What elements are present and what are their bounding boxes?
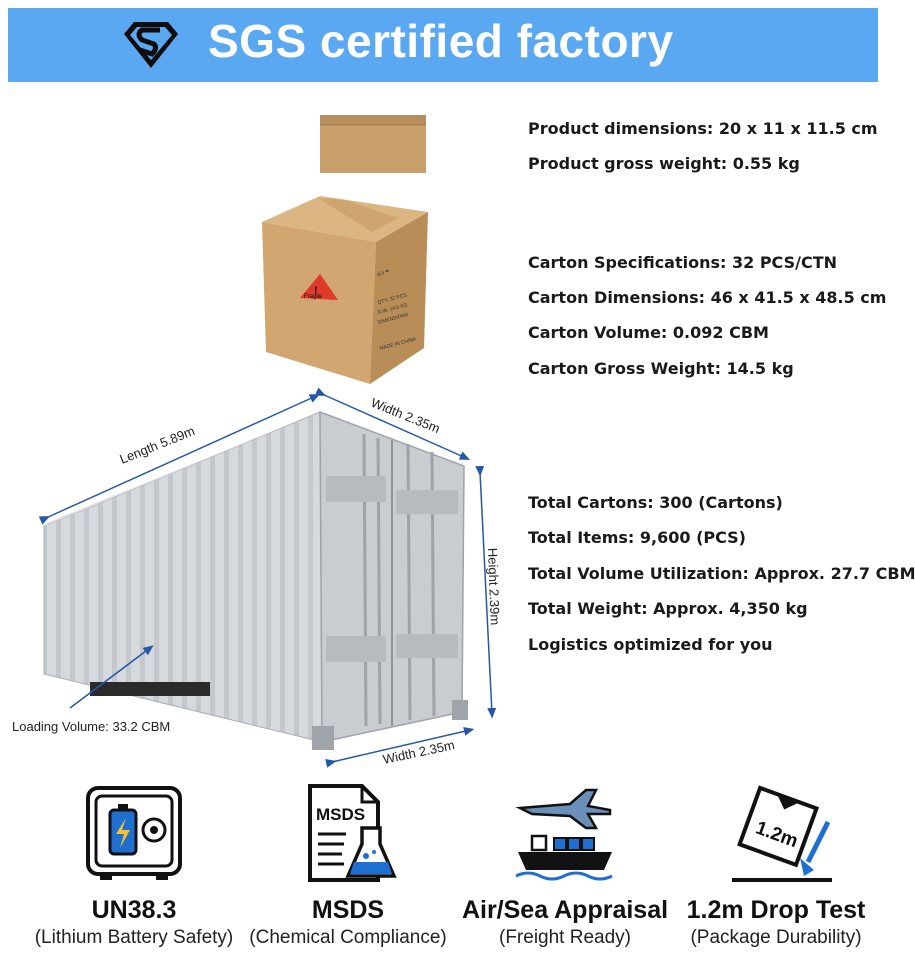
carton-specifications: Carton Specifications: 32 PCS/CTN (528, 253, 837, 272)
loading-volume-label: Loading Volume: 33.2 CBM (12, 719, 170, 734)
cert-subtitle-drop-test: (Package Durability) (690, 927, 862, 948)
battery-safe-icon (86, 786, 182, 880)
carton-dimensions: Carton Dimensions: 46 x 41.5 x 48.5 cm (528, 288, 887, 307)
svg-text:Fragile: Fragile (304, 294, 323, 300)
cert-subtitle-air-sea: (Freight Ready) (499, 927, 631, 948)
cert-subtitle-un383: (Lithium Battery Safety) (34, 927, 234, 948)
product-gross-weight: Product gross weight: 0.55 kg (528, 154, 800, 173)
cert-title-un383: UN38.3 (91, 896, 177, 924)
total-weight: Total Weight: Approx. 4,350 kg (528, 599, 808, 618)
carton-gross-weight: Carton Gross Weight: 14.5 kg (528, 359, 794, 378)
product-dimensions: Product dimensions: 20 x 11 x 11.5 cm (528, 119, 878, 138)
shipping-container-diagram: Length 5.89m Width 2.35m Height 2.39m Wi… (12, 387, 503, 768)
total-items: Total Items: 9,600 (PCS) (528, 528, 746, 547)
length-label: Length 5.89m (118, 423, 197, 467)
carton-box-image: ! Fragile ◘ ‖ ☂ QTY: 32 PCS G.W. 14.5 KG… (262, 196, 428, 384)
carton-volume: Carton Volume: 0.092 CBM (528, 323, 769, 342)
total-volume-utilization: Total Volume Utilization: Approx. 27.7 C… (528, 564, 915, 583)
flat-carton-image (320, 115, 426, 173)
svg-text:!: ! (314, 285, 318, 297)
drop-test-icon: 1.2m (732, 785, 832, 882)
cert-title-drop-test: 1.2m Drop Test (686, 896, 866, 924)
height-label: Height 2.39m (485, 548, 503, 626)
cert-title-air-sea: Air/Sea Appraisal (461, 896, 669, 924)
cert-title-msds: MSDS (311, 896, 385, 924)
width-top-label: Width 2.35m (369, 395, 442, 436)
total-cartons: Total Cartons: 300 (Cartons) (528, 493, 783, 512)
msds-document-icon: MSDS (308, 784, 397, 882)
shield-logo-icon (124, 22, 178, 68)
svg-text:MSDS: MSDS (316, 805, 365, 824)
logistics-tagline: Logistics optimized for you (528, 635, 773, 654)
cert-subtitle-msds: (Chemical Compliance) (249, 927, 447, 948)
plane-ship-icon (515, 788, 613, 881)
banner-title: SGS certified factory (208, 15, 674, 67)
svg-text:◘ ‖ ☂: ◘ ‖ ☂ (377, 269, 391, 278)
